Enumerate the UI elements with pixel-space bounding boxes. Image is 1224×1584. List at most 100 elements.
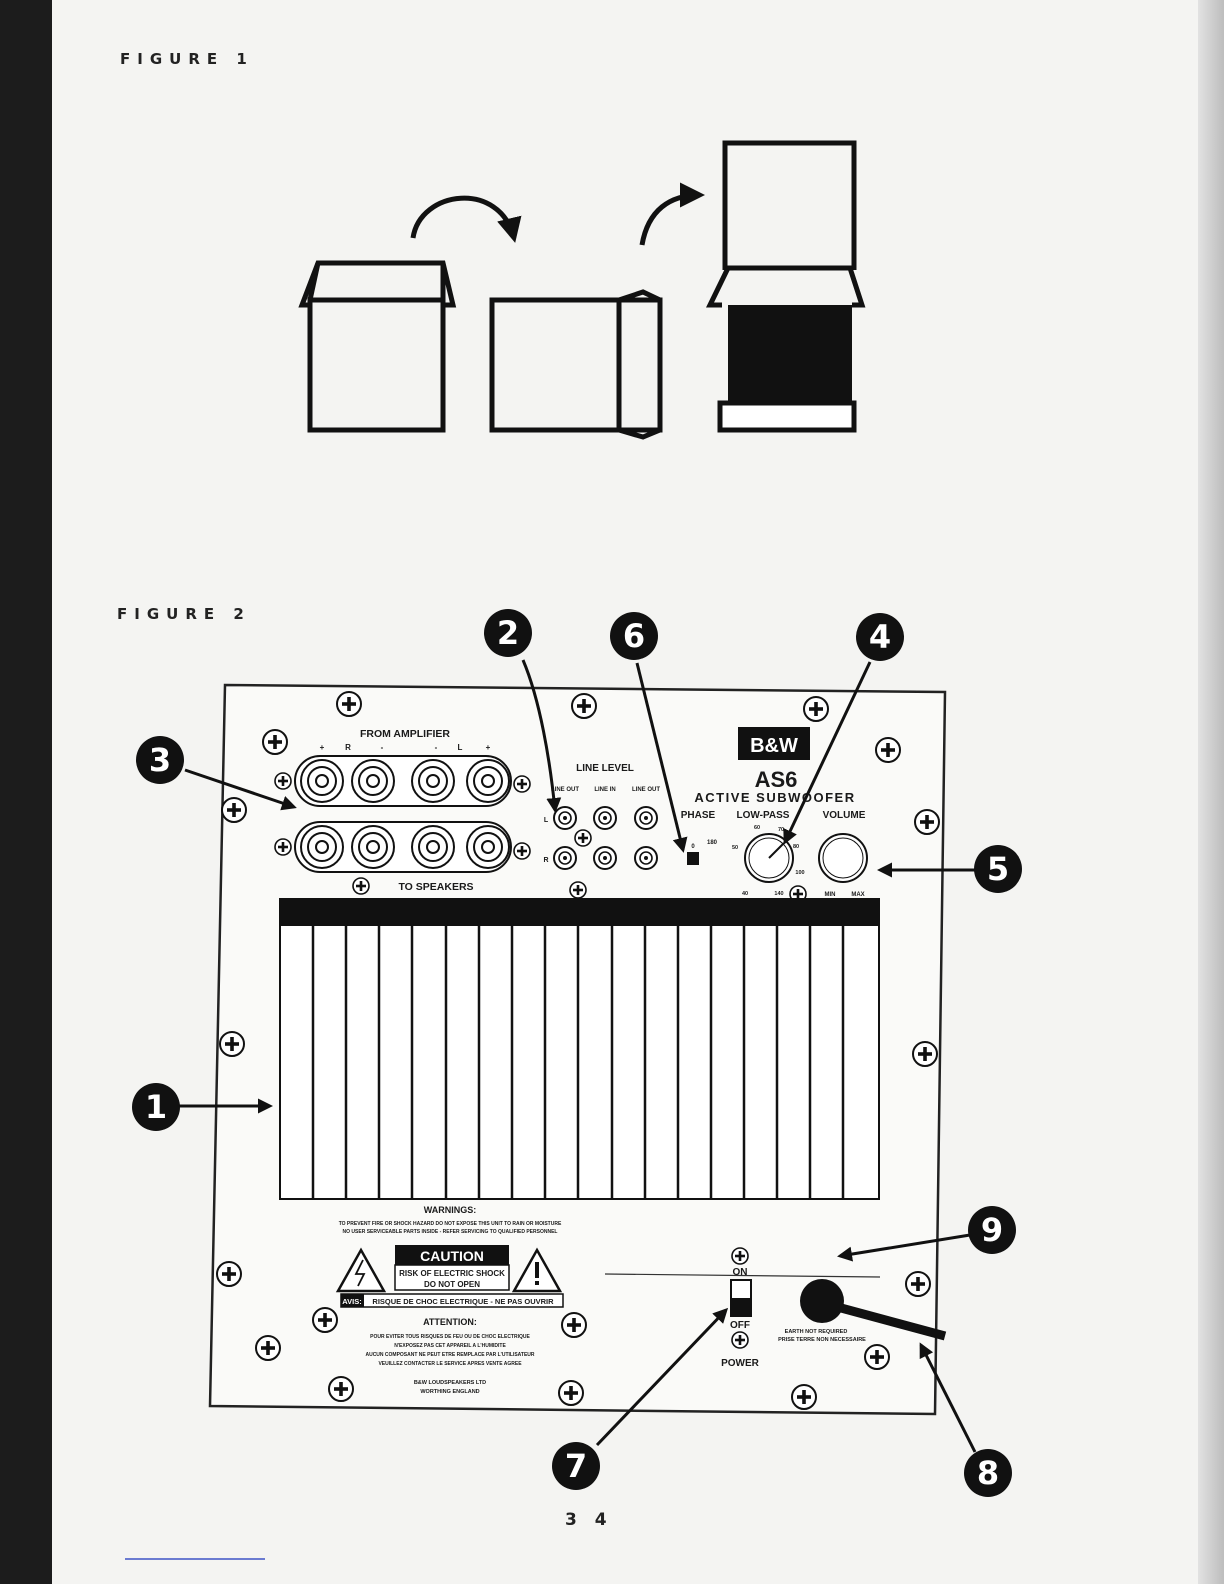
low-pass-tick: 80 xyxy=(793,844,799,850)
phase-switch xyxy=(687,852,699,865)
phase-label: PHASE xyxy=(681,810,716,821)
binding-post xyxy=(411,759,455,803)
rca-line-out-right xyxy=(634,846,658,870)
phase-180-label: 180 xyxy=(707,840,718,846)
subwoofer-rear-panel: FROM AMPLIFIER + R - - L + TO SPEAKERS L… xyxy=(208,683,947,1416)
polarity-mark: R xyxy=(345,743,351,752)
from-amplifier-terminal-strip xyxy=(294,755,512,807)
line-in-label: LINE IN xyxy=(594,787,615,793)
panel-screw xyxy=(905,1271,931,1297)
panel-screw-small xyxy=(569,881,587,899)
panel-screw-small xyxy=(513,775,531,793)
low-pass-label: LOW-PASS xyxy=(737,810,790,821)
avis-label: AVIS: xyxy=(342,1297,361,1306)
callout-1: 1 xyxy=(132,1083,180,1131)
power-label: POWER xyxy=(721,1358,760,1369)
callout-3-number: 3 xyxy=(149,741,171,779)
panel-screw-small xyxy=(574,829,592,847)
low-pass-tick: 100 xyxy=(795,870,804,876)
channel-right-label: R xyxy=(543,857,548,864)
attention-line: AUCUN COMPOSANT NE PEUT ETRE REMPLACE PA… xyxy=(365,1352,534,1358)
binding-post xyxy=(300,759,344,803)
phase-zero-label: 0 xyxy=(691,844,695,850)
caution-label-block: CAUTION RISK OF ELECTRIC SHOCK DO NOT OP… xyxy=(335,1245,564,1308)
from-amplifier-label: FROM AMPLIFIER xyxy=(360,728,450,740)
callout-7: 7 xyxy=(552,1442,600,1490)
callout-arrows xyxy=(178,659,977,1453)
panel-screw xyxy=(255,1335,281,1361)
rca-line-out-right xyxy=(553,846,577,870)
rotate-arrow-1 xyxy=(410,195,522,243)
callout-6: 6 xyxy=(610,612,658,660)
rca-line-out-left xyxy=(634,806,658,830)
earth-line-2: PRISE TERRE NON NECESSAIRE xyxy=(778,1337,866,1343)
to-speakers-label: TO SPEAKERS xyxy=(398,881,473,893)
panel-screw xyxy=(803,696,829,722)
polarity-mark: - xyxy=(435,743,438,752)
page-right-edge xyxy=(1198,0,1224,1584)
binding-post xyxy=(300,825,344,869)
caution-line-1: RISK OF ELECTRIC SHOCK xyxy=(399,1269,505,1278)
electric-shock-warning-icon xyxy=(335,1247,387,1293)
rca-line-out-left xyxy=(553,806,577,830)
volume-max-label: MAX xyxy=(851,892,864,898)
attention-title: ATTENTION: xyxy=(423,1317,477,1327)
callout-2-number: 2 xyxy=(497,614,519,652)
figure-1-packing-diagram xyxy=(298,140,866,440)
attention-line: VEUILLEZ CONTACTER LE SERVICE APRES VENT… xyxy=(378,1361,522,1367)
panel-screw xyxy=(328,1376,354,1402)
binding-post xyxy=(466,759,510,803)
caution-heading: CAUTION xyxy=(420,1248,484,1264)
low-pass-tick: 50 xyxy=(732,845,738,851)
callout-4: 4 xyxy=(856,613,904,661)
panel-screw xyxy=(791,1384,817,1410)
mains-cable-entry xyxy=(800,1279,844,1323)
warnings-title: WARNINGS: xyxy=(424,1205,477,1215)
figure-2-label: FIGURE 2 xyxy=(117,605,251,623)
polarity-mark: + xyxy=(320,743,325,752)
attention-line: POUR EVITER TOUS RISQUES DE FEU OU DE CH… xyxy=(370,1334,530,1340)
panel-screw xyxy=(216,1261,242,1287)
callout-2: 2 xyxy=(484,609,532,657)
line-level-label: LINE LEVEL xyxy=(576,763,634,774)
page-bottom-rule xyxy=(125,1558,265,1560)
callout-6-number: 6 xyxy=(623,617,645,655)
callout-5: 5 xyxy=(974,845,1022,893)
panel-screw xyxy=(875,737,901,763)
polarity-mark: + xyxy=(486,743,491,752)
callout-4-number: 4 xyxy=(869,618,891,656)
volume-label: VOLUME xyxy=(823,810,866,821)
binding-post xyxy=(466,825,510,869)
volume-min-label: MIN xyxy=(825,892,836,898)
binding-post xyxy=(411,825,455,869)
callout-7-number: 7 xyxy=(565,1447,587,1485)
brand-logo xyxy=(738,727,810,760)
carton-open-flaps xyxy=(298,260,457,433)
panel-screw xyxy=(864,1344,890,1370)
caution-line-2: DO NOT OPEN xyxy=(424,1280,480,1289)
panel-screw-small xyxy=(352,877,370,895)
page-binding-edge xyxy=(0,0,52,1584)
lift-arrow xyxy=(639,182,705,246)
page-number: 3 4 xyxy=(565,1510,613,1530)
panel-screw-small xyxy=(731,1247,749,1265)
line-out-left-label: LINE OUT xyxy=(551,787,579,793)
fuse-line xyxy=(604,1273,881,1278)
panel-screw-small xyxy=(274,772,292,790)
panel-screw xyxy=(571,693,597,719)
model-name: AS6 xyxy=(755,767,798,792)
polarity-mark: - xyxy=(381,743,384,752)
carton-on-side xyxy=(489,289,663,440)
power-on-label: ON xyxy=(733,1267,748,1278)
polarity-mark: L xyxy=(458,743,463,752)
carton-lifted xyxy=(706,140,866,433)
low-pass-tick: 140 xyxy=(774,891,783,897)
volume-knob xyxy=(818,833,868,883)
warnings-line-2: NO USER SERVICEABLE PARTS INSIDE - REFER… xyxy=(343,1229,558,1235)
rca-line-in-left xyxy=(593,806,617,830)
avis-text: RISQUE DE CHOC ELECTRIQUE - NE PAS OUVRI… xyxy=(372,1297,554,1306)
panel-screw xyxy=(914,809,940,835)
to-speakers-terminal-strip xyxy=(294,821,512,873)
binding-post xyxy=(351,759,395,803)
